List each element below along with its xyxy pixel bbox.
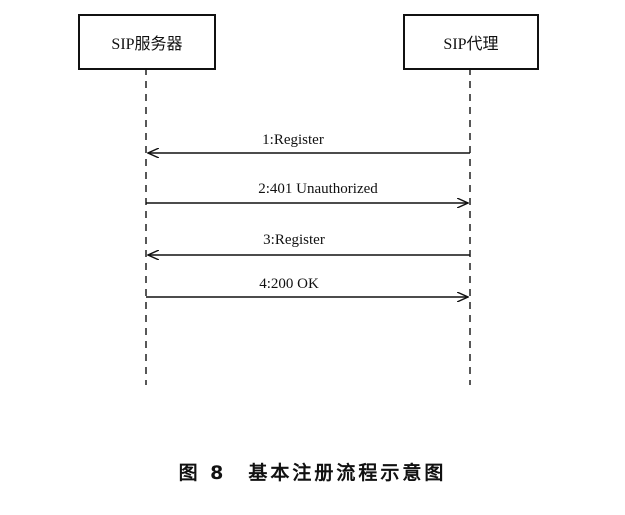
participant-sip-proxy-label: SIP代理 xyxy=(443,36,499,53)
figure-title: 基本注册流程示意图 xyxy=(248,462,447,484)
participant-sip-server-label: SIP服务器 xyxy=(111,36,183,53)
message-label-1: 1:Register xyxy=(262,132,324,148)
message-label-2: 2:401 Unauthorized xyxy=(258,181,378,197)
message-label-4: 4:200 OK xyxy=(259,276,319,292)
message-label-3: 3:Register xyxy=(263,232,325,248)
participant-sip-proxy: SIP代理 xyxy=(403,14,539,70)
figure-number: 图 8 xyxy=(178,462,227,484)
figure-caption: 图 8 基本注册流程示意图 xyxy=(0,458,625,485)
participant-sip-server: SIP服务器 xyxy=(78,14,216,70)
